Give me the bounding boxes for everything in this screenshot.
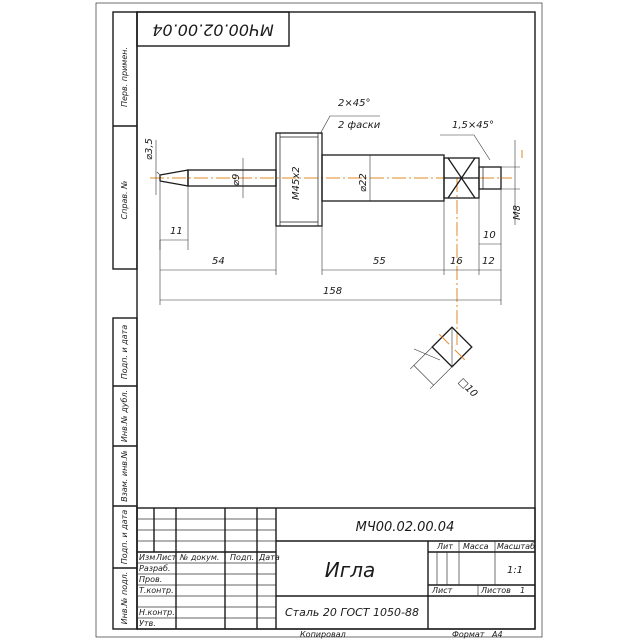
tb-h-list: Лист <box>155 553 177 562</box>
tb-role-tkontr: Т.контр. <box>139 586 174 595</box>
dim-d-tip: ⌀3,5 <box>144 138 155 160</box>
dim-thread: М45х2 <box>291 166 302 200</box>
tb-role-razrab: Разраб. <box>139 564 170 573</box>
dim-square: □10 <box>456 376 479 399</box>
bottom-format-value: А4 <box>491 630 503 639</box>
tb-h-doc: № докум. <box>179 553 219 562</box>
dim-l-55: 55 <box>373 256 386 267</box>
dim-chamfer-right: 1,5×45° <box>452 120 494 131</box>
drawing-frame <box>136 11 536 630</box>
tb-h-lit: Лит <box>436 542 453 551</box>
left-margin-lower: Подп. и дата Инв.№ дубл. Взам. инв.№ Под… <box>112 317 138 630</box>
dim-thread-right: М8 <box>512 205 523 220</box>
tb-name: Игла <box>325 558 376 582</box>
end-thread <box>478 166 502 190</box>
dim-chamfer-note: 2 фаски <box>338 120 381 131</box>
label-vzam-inv: Взам. инв.№ <box>120 450 129 502</box>
label-podp-data-1: Подп. и дата <box>120 325 129 380</box>
tb-role-utv: Утв. <box>139 619 156 628</box>
top-stamp-text: МЧ00.02.00.04 <box>152 21 273 40</box>
dim-l-12: 12 <box>482 256 495 267</box>
tb-h-listov: Листов <box>480 586 511 595</box>
sheet-outer-frame <box>95 2 543 638</box>
tb-sheets: 1 <box>520 586 525 595</box>
label-inv-podl: Инв.№ подл. <box>120 572 129 625</box>
dim-d-shank: ⌀9 <box>231 174 242 186</box>
dim-d-body: ⌀22 <box>358 173 369 192</box>
tb-scale: 1:1 <box>507 565 523 576</box>
tb-role-prov: Пров. <box>139 575 162 584</box>
label-inv-dubl: Инв.№ дубл. <box>120 390 129 442</box>
bottom-copied: Копировал <box>300 630 346 639</box>
title-block: МЧ00.02.00.04 Игла Сталь 20 ГОСТ 1050-88… <box>136 507 536 630</box>
label-perv-primen: Перв. примен. <box>120 47 129 107</box>
tb-h-massa: Масса <box>463 542 489 551</box>
tb-designation: МЧ00.02.00.04 <box>356 520 455 535</box>
bottom-format-label: Формат <box>452 630 485 639</box>
dim-l-11: 11 <box>170 226 183 237</box>
dim-l-10: 10 <box>483 230 496 241</box>
part-needle <box>150 132 512 345</box>
label-sprav-no: Справ. № <box>120 181 129 220</box>
label-podp-data-2: Подп. и дата <box>120 510 129 565</box>
tb-h-izm: Изм <box>139 553 155 562</box>
dim-chamfer-left: 2×45° <box>338 98 370 109</box>
left-margin-upper: Перв. примен. Справ. № <box>112 11 138 270</box>
tb-role-nkontr: Н.контр. <box>139 608 175 617</box>
square-view <box>410 326 473 389</box>
dim-l-16: 16 <box>450 256 463 267</box>
tb-h-podp: Подп. <box>230 553 254 562</box>
tb-h-list-label: Лист <box>431 586 453 595</box>
top-stamp: МЧ00.02.00.04 <box>136 11 290 47</box>
dim-l-158: 158 <box>323 286 342 297</box>
dim-l-54: 54 <box>212 256 225 267</box>
tb-material: Сталь 20 ГОСТ 1050-88 <box>285 606 419 619</box>
dimensions: 2×45° 2 фаски 1,5×45° ⌀3,5 ⌀9 М45х2 ⌀22 … <box>144 98 523 305</box>
tb-h-masshtab: Масштаб <box>497 542 535 551</box>
tb-h-data: Дата <box>258 553 280 562</box>
